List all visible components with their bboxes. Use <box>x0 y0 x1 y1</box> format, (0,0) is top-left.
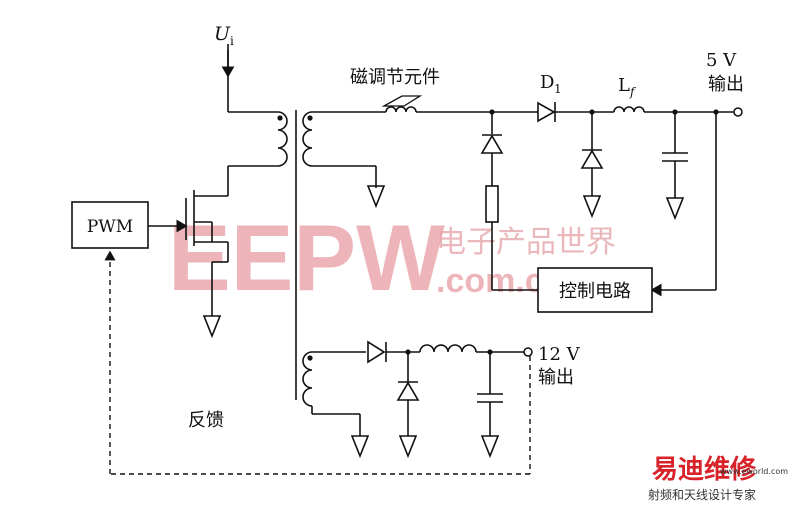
watermark: EEPW 电子产品世界 .com.cn <box>168 205 616 310</box>
output-12v-terminal <box>523 347 533 357</box>
site-logo: 易迪维修 www.eworld.com 射频和天线设计专家 <box>648 454 788 502</box>
lf-subscript: f <box>629 85 637 99</box>
logo-url: www.eworld.com <box>720 467 788 476</box>
control-circuit-label: 控制电路 <box>559 281 631 302</box>
freewheel-diode <box>580 149 604 169</box>
d1-label: D <box>540 72 554 93</box>
primary-coil <box>277 111 288 167</box>
diode-d1 <box>537 101 556 123</box>
mag-regulator-inductor <box>385 106 417 113</box>
inductor-lf <box>613 106 645 113</box>
lf-label: L <box>618 75 630 96</box>
diode-12v <box>367 340 386 364</box>
wires <box>148 50 734 459</box>
inductor-12v <box>419 344 477 353</box>
ui-label: U <box>214 23 231 45</box>
secondary-5v-coil <box>302 111 313 167</box>
out12-voltage: 12 V <box>538 344 581 365</box>
watermark-cn: 电子产品世界 <box>436 225 616 260</box>
pwm-box <box>71 201 149 249</box>
out5-voltage: 5 V <box>706 50 737 71</box>
ui-subscript: i <box>230 34 234 48</box>
d1-subscript: 1 <box>554 82 562 96</box>
out5-text: 输出 <box>708 74 744 95</box>
mag-element-label: 磁调节元件 <box>350 67 440 88</box>
pwm-label: PWM <box>87 217 133 237</box>
feedback-path <box>104 250 531 475</box>
watermark-brand: EEPW <box>168 205 445 310</box>
secondary-12v-coil <box>302 351 313 407</box>
feedback-label: 反馈 <box>188 410 224 431</box>
logo-slogan: 射频和天线设计专家 <box>648 487 756 502</box>
logo-name: 易迪维修 <box>652 454 757 485</box>
control-circuit-box <box>537 267 653 313</box>
output-5v-terminal <box>733 107 743 117</box>
resistor <box>485 185 499 223</box>
shunt-diode <box>480 134 504 154</box>
out12-text: 输出 <box>538 367 574 388</box>
junctions <box>277 109 719 361</box>
